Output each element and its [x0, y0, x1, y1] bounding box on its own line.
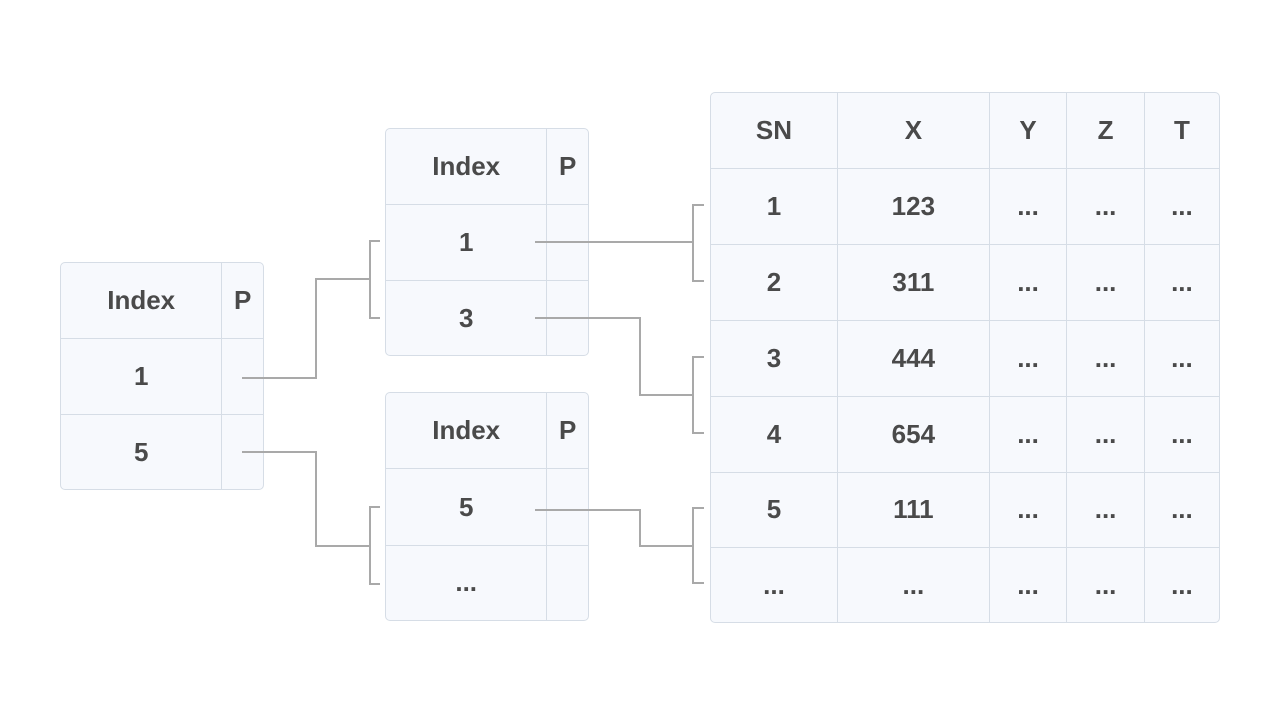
root-index-table: Index P 1 5	[60, 262, 264, 490]
root-header-index: Index	[61, 263, 223, 340]
data-header-y: Y	[989, 93, 1068, 169]
data-cell: ...	[1067, 168, 1145, 245]
data-cell: ...	[1144, 321, 1219, 397]
data-cell: ...	[1067, 244, 1145, 321]
data-cell: ...	[989, 320, 1068, 397]
middle-top-index-table: Index P 1 3	[385, 128, 589, 356]
data-header-sn: SN	[711, 93, 838, 169]
data-row: ... ... ... ... ...	[711, 548, 1219, 622]
middle-top-row-2: 3	[386, 281, 588, 355]
data-row: 4 654 ... ... ...	[711, 396, 1219, 473]
root-header-p: P	[222, 263, 263, 340]
data-cell: 5	[711, 472, 838, 549]
data-row: 3 444 ... ... ...	[711, 320, 1219, 397]
middle-bottom-row-1: 5	[386, 469, 588, 546]
root-header-row: Index P	[61, 263, 263, 340]
middle-bottom-header-index: Index	[386, 393, 548, 470]
data-cell: 1	[711, 168, 838, 245]
middle-top-row-2-index: 3	[386, 281, 548, 355]
root-row-1-index: 1	[61, 339, 223, 416]
data-row: 1 123 ... ... ...	[711, 168, 1219, 245]
data-cell: 4	[711, 396, 838, 473]
middle-top-header-p: P	[547, 129, 588, 206]
data-cell: ...	[1171, 569, 1193, 600]
data-cell: ...	[1067, 472, 1145, 549]
root-row-1: 1	[61, 339, 263, 416]
data-cell: ...	[989, 244, 1068, 321]
data-cell: ...	[989, 472, 1068, 549]
data-cell: 444	[837, 320, 990, 397]
middle-bottom-header-p: P	[547, 393, 588, 470]
data-cell: 123	[837, 168, 990, 245]
data-cell: ...	[838, 548, 990, 622]
data-cell: 654	[837, 396, 990, 473]
middle-bottom-row-2-p	[547, 546, 588, 620]
bracket-data-rows-1-2	[692, 204, 704, 282]
middle-bottom-header-row: Index P	[386, 393, 588, 470]
data-table: SN X Y Z T 1 123 ... ... ... 2 311 ... .…	[710, 92, 1220, 623]
bracket-middle-bottom	[369, 506, 380, 585]
data-header-t: T	[1144, 93, 1219, 169]
root-row-1-p	[222, 339, 263, 416]
root-row-2-index: 5	[61, 415, 223, 489]
data-row: 2 311 ... ... ...	[711, 244, 1219, 321]
middle-bottom-row-2-index: ...	[386, 545, 548, 620]
bracket-middle-top	[369, 240, 380, 319]
bracket-data-rows-5-more	[692, 507, 704, 584]
data-cell: ...	[711, 548, 838, 622]
data-cell: ...	[989, 168, 1068, 245]
middle-bottom-row-1-p	[547, 469, 588, 546]
root-row-2-p	[222, 415, 263, 489]
data-cell: ...	[1144, 169, 1219, 245]
data-cell: ...	[990, 548, 1068, 622]
data-cell: ...	[1144, 473, 1219, 549]
bracket-data-rows-3-4	[692, 356, 704, 434]
data-cell: ...	[989, 396, 1068, 473]
data-row: 5 111 ... ... ...	[711, 472, 1219, 549]
data-cell: 311	[837, 244, 990, 321]
middle-bottom-index-table: Index P 5 ...	[385, 392, 589, 621]
middle-top-header-index: Index	[386, 129, 548, 206]
data-cell: ...	[1067, 396, 1145, 473]
data-cell: 2	[711, 244, 838, 321]
data-cell: 111	[837, 472, 990, 549]
middle-top-row-1: 1	[386, 205, 588, 282]
middle-top-header-row: Index P	[386, 129, 588, 206]
middle-bottom-row-2: ...	[386, 545, 588, 620]
root-row-2: 5	[61, 415, 263, 489]
middle-top-row-2-p	[547, 281, 588, 355]
data-header-z: Z	[1067, 93, 1145, 169]
data-cell: ...	[1067, 320, 1145, 397]
middle-top-row-1-index: 1	[386, 205, 548, 282]
middle-top-row-1-p	[547, 205, 588, 282]
data-header-x: X	[837, 93, 990, 169]
middle-bottom-row-1-index: 5	[386, 469, 548, 546]
data-cell: ...	[1144, 397, 1219, 473]
data-cell: ...	[1144, 245, 1219, 321]
data-cell: 3	[711, 320, 838, 397]
data-header-row: SN X Y Z T	[711, 93, 1219, 169]
data-cell: ...	[1067, 548, 1145, 622]
